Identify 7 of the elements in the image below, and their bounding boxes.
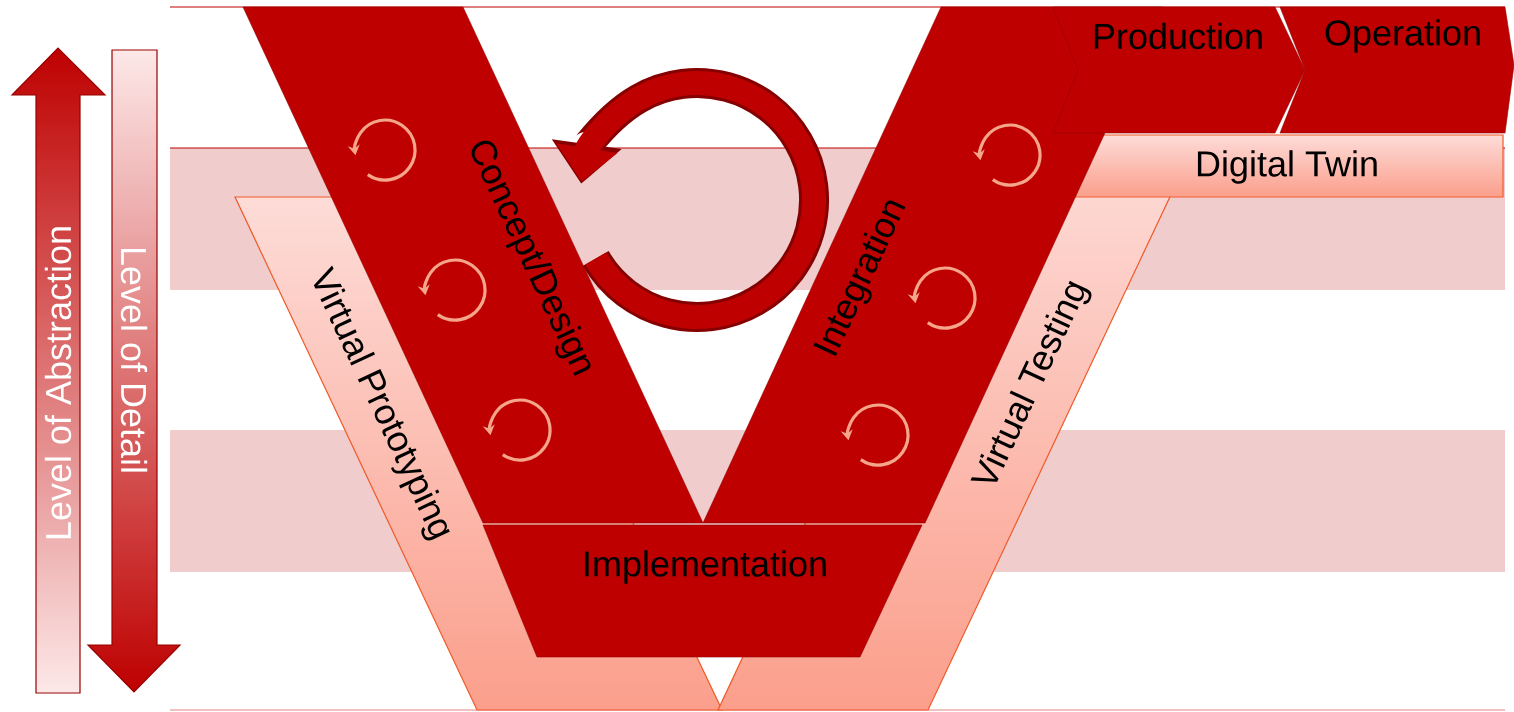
phase-band: Implementation xyxy=(482,524,923,658)
node-label: Operation xyxy=(1325,19,1480,53)
phase-tab: Operation xyxy=(1279,6,1514,134)
level-banner: Level of Abstraction xyxy=(10,47,107,694)
level-banner: Level of Detail xyxy=(86,49,182,693)
phase-bar: Digital Twin xyxy=(1074,134,1504,198)
phase-tab: Production xyxy=(1052,6,1306,134)
